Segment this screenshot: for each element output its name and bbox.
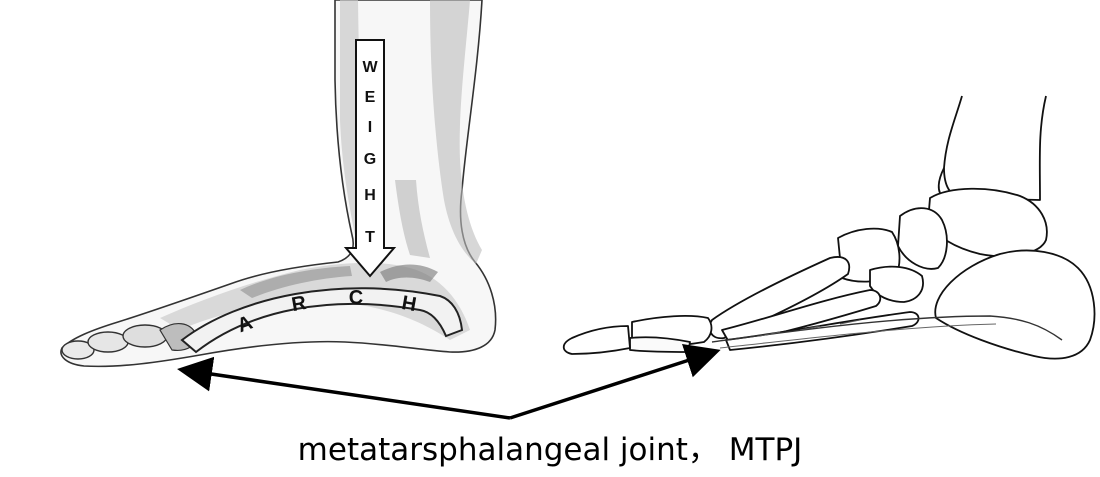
weight-letter: T [365, 229, 375, 246]
arch-letter: C [349, 287, 363, 309]
arrow-to-left-mtpj [184, 370, 510, 418]
right-foot-skeleton [564, 96, 1095, 359]
weight-letter: W [362, 59, 378, 76]
pointer-arrows [184, 352, 714, 418]
figure-caption: metatarsphalangeal joint， MTPJ [0, 424, 1100, 469]
weight-letter: G [364, 151, 376, 168]
left-foot-drawing [61, 0, 496, 366]
weight-letter: I [368, 119, 372, 136]
arrow-to-right-mtpj [510, 352, 714, 418]
weight-letter: E [365, 89, 376, 106]
weight-letter: H [364, 187, 376, 204]
